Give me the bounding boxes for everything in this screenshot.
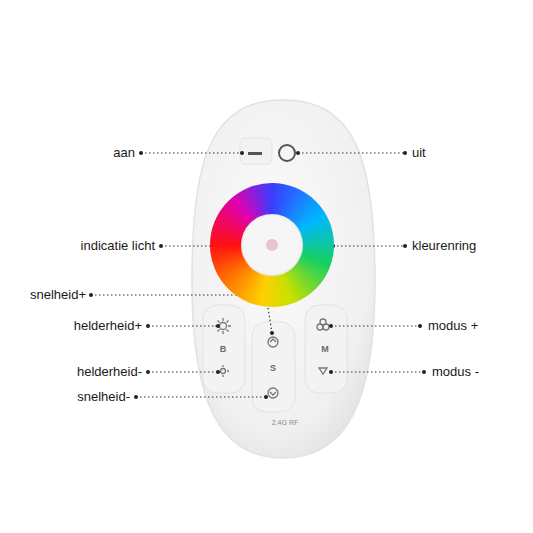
callout-label: M [321, 344, 329, 354]
callout-label: S [270, 363, 276, 373]
callout-label: helderheid+ [74, 318, 142, 334]
color-ring [210, 183, 334, 307]
callout-label: kleurenring [412, 238, 476, 254]
callout-label: modus - [432, 364, 479, 380]
indicator-light [266, 239, 278, 251]
callout-label: helderheid- [77, 364, 142, 380]
callout-label: snelheid+ [30, 287, 86, 303]
callout-label: uit [412, 145, 426, 161]
callout-label: modus + [428, 318, 478, 334]
callout-label: aan [113, 145, 135, 161]
callout-label: 2.4G RF [272, 419, 298, 427]
callout-label: snelheid- [77, 389, 130, 405]
callout-label: indicatie licht [81, 238, 155, 254]
callout-label: B [220, 344, 227, 354]
ring-center [241, 214, 303, 276]
